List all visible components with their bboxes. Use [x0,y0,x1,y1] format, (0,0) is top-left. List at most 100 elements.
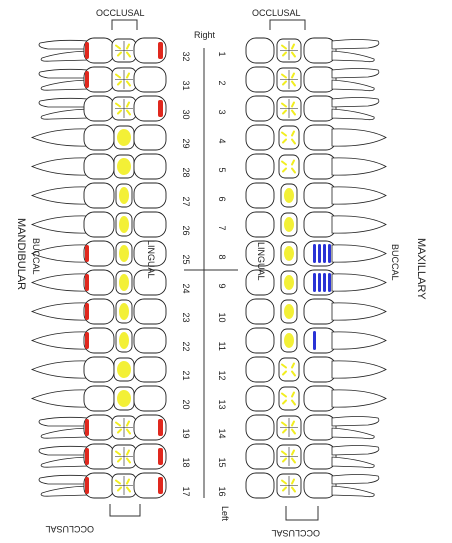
mandibular-tooth-number: 31 [181,81,191,91]
mandibular-tooth-27 [32,183,166,208]
mandibular-red-mark-lingual [158,477,163,494]
occlusal-bracket-mandibular-bottom [110,504,140,516]
maxillary-tooth-number: 12 [217,371,227,381]
mandibular-tooth-31 [39,67,166,92]
maxillary-tooth-number: 6 [217,197,227,202]
mandibular-tooth-number: 19 [181,429,191,439]
mandibular-tooth-17 [39,473,166,498]
maxillary-yellow-mark [284,246,294,261]
mandibular-tooth-24 [32,270,166,295]
mandibular-tooth-number: 27 [181,197,191,207]
mandibular-tooth-number: 17 [181,487,191,497]
maxillary-tooth-number: 14 [217,429,227,439]
maxillary-tooth-8 [246,241,386,266]
lingual-label-mandibular: LINGUAL [146,240,156,279]
mandibular-tooth-number: 22 [181,342,191,352]
buccal-label-mandibular: BUCCAL [31,238,41,275]
mandibular-tooth-number: 21 [181,371,191,381]
occlusal-label-maxillary-top: OCCLUSAL [252,8,301,18]
mandibular-red-mark-buccal [85,42,89,59]
mandibular-red-mark-lingual [158,419,163,436]
maxillary-tooth-12 [246,357,386,382]
maxillary-tooth-16 [246,473,379,498]
mandibular-red-mark-buccal [85,245,89,262]
mandibular-tooth-22 [32,328,166,353]
maxillary-tooth-number: 10 [217,313,227,323]
mandibular-yellow-mark [119,332,129,349]
occlusal-label-mandibular-top: OCCLUSAL [96,8,145,18]
mandibular-red-mark-lingual [158,448,163,465]
maxillary-tooth-5 [246,154,386,179]
mandibular-red-mark-lingual [158,100,163,117]
mandibular-red-mark-buccal [85,274,89,291]
mandibular-yellow-mark [119,216,129,233]
mandibular-red-mark-buccal [85,477,89,494]
maxillary-tooth-4 [246,125,386,150]
mandibular-tooth-number: 25 [181,255,191,265]
maxillary-tooth-1 [246,38,379,63]
maxillary-blue-stripes [313,331,316,350]
mandibular-yellow-mark [117,158,131,175]
mandibular-tooth-32 [39,38,166,63]
mandibular-red-mark-buccal [85,303,89,320]
maxillary-tooth-14 [246,415,379,440]
mandibular-yellow-mark [117,390,131,407]
mandibular-tooth-number: 23 [181,313,191,323]
mandibular-yellow-mark [119,303,129,320]
mandibular-tooth-30 [39,96,166,121]
mandibular-yellow-mark [117,129,131,146]
maxillary-tooth-number: 3 [217,110,227,115]
right-label: Right [194,30,216,40]
mandibular-tooth-25 [32,241,166,266]
mandibular-yellow-mark [119,245,129,262]
occlusal-bracket-maxillary-top [270,20,305,30]
maxillary-arch [246,38,386,498]
mandibular-red-mark-buccal [85,71,89,88]
mandibular-red-mark-lingual [158,42,163,59]
mandibular-tooth-number: 24 [181,284,191,294]
mandibular-yellow-mark [119,274,129,291]
mandibular-tooth-number: 29 [181,139,191,149]
maxillary-tooth-number: 5 [217,168,227,173]
mandibular-yellow-mark [117,361,131,378]
maxillary-tooth-11 [246,328,386,353]
mandibular-red-mark-buccal [85,419,89,436]
maxillary-tooth-number: 15 [217,458,227,468]
occlusal-bracket-mandibular-top [112,20,137,30]
maxillary-label: MAXILLARY [415,238,427,300]
buccal-label-maxillary: BUCCAL [390,244,400,281]
maxillary-tooth-10 [246,299,386,324]
mandibular-tooth-28 [32,154,166,179]
mandibular-tooth-19 [39,415,166,440]
maxillary-tooth-2 [246,67,379,92]
mandibular-yellow-mark [119,187,129,204]
maxillary-tooth-number: 4 [217,139,227,144]
mandibular-tooth-29 [32,125,166,150]
mandibular-tooth-26 [32,212,166,237]
occlusal-label-mandibular-bottom: OCCLUSAL [45,524,94,534]
maxillary-tooth-6 [246,183,386,208]
maxillary-yellow-mark [284,304,294,319]
maxillary-tooth-number: 9 [217,284,227,289]
maxillary-tooth-number: 16 [217,487,227,497]
mandibular-tooth-number: 30 [181,110,191,120]
mandibular-red-mark-buccal [85,448,89,465]
maxillary-tooth-number: 7 [217,226,227,231]
mandibular-tooth-number: 20 [181,400,191,410]
maxillary-yellow-mark [284,333,294,348]
mandibular-tooth-20 [32,386,166,411]
mandibular-red-mark-buccal [85,332,89,349]
maxillary-yellow-mark [284,217,294,232]
maxillary-tooth-3 [246,96,379,121]
maxillary-yellow-mark [284,275,294,290]
mandibular-tooth-23 [32,299,166,324]
occlusal-label-maxillary-bottom: OCCLUSAL [271,528,320,538]
mandibular-tooth-number: 28 [181,168,191,178]
maxillary-tooth-15 [246,444,379,469]
mandibular-tooth-number: 32 [181,52,191,62]
mandibular-tooth-number: 18 [181,458,191,468]
mandibular-tooth-number: 26 [181,226,191,236]
